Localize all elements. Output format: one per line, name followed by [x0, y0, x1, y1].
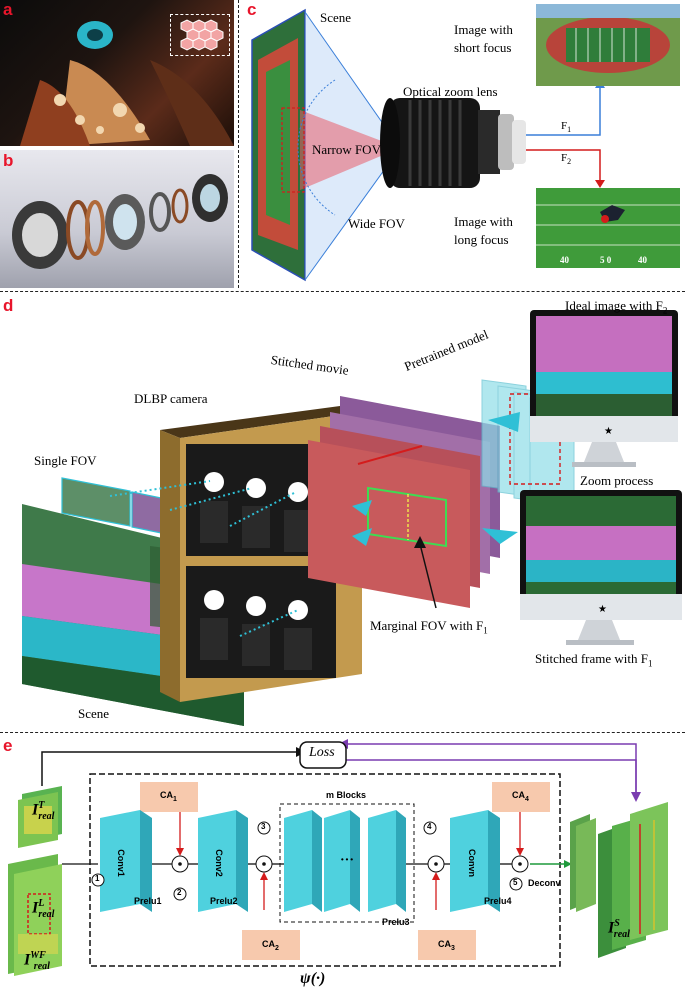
m-block-3 [368, 810, 406, 912]
i-real-l-label: ILreal [32, 898, 55, 920]
loss-box [299, 741, 347, 769]
divider-ab-c [238, 0, 239, 288]
ca3-label: CA3 [438, 939, 455, 952]
input-image-stack-top [18, 786, 62, 848]
step-2: 2 [177, 888, 182, 897]
output-large-stack [598, 802, 668, 958]
conv1-label: Conv1 [115, 849, 126, 877]
input-image-stack-bottom [8, 854, 62, 976]
optical-zoom-lens-label: Optical zoom lens [403, 84, 498, 99]
m-blocks-box [279, 803, 415, 923]
ca4-box [492, 782, 550, 812]
conv2-label: Conv2 [213, 849, 224, 877]
marginal-fov-label: Marginal FOV with F1 [370, 618, 488, 636]
mantis-shrimp-illustration [20, 21, 234, 146]
step-4: 4 [427, 822, 432, 831]
ellipsis: ··· [340, 853, 355, 868]
dlbp-camera-box-top [160, 406, 362, 438]
f1-label: F1 [561, 120, 572, 135]
scene-label-c: Scene [320, 10, 352, 25]
stitched-frame-label: Stitched frame with F1 [535, 651, 653, 669]
star-icon: ★ [604, 426, 613, 437]
short-focus-label-line1: Image with [454, 22, 513, 37]
narrow-fov-cone [300, 110, 400, 190]
panel-letter-c: c [247, 0, 257, 19]
panel-c-diagram: 40 5 0 40 [251, 4, 680, 282]
exploded-lens-illustration [12, 174, 228, 269]
stitched-frame-monitor: ★ [520, 490, 682, 645]
zoom-process-label: Zoom process [580, 473, 654, 488]
panel-letter-e: e [3, 736, 13, 755]
ca4-label: CA4 [512, 790, 529, 803]
f2-label: F2 [561, 152, 572, 167]
convn-label: Convn [467, 849, 477, 877]
convn-block [450, 810, 500, 912]
compound-eye-inset [170, 14, 230, 56]
long-focus-label-line1: Image with [454, 214, 513, 229]
ideal-image-label: Ideal image with F2 [565, 298, 668, 316]
prelu4-label: Prelu4 [484, 896, 512, 906]
yard-label-3: 40 [638, 255, 648, 265]
dlbp-camera-label: DLBP camera [134, 391, 208, 406]
hexagon-icon [180, 19, 224, 51]
deconv-label: Deconv [528, 878, 561, 888]
mantis-shrimp-photo [0, 0, 234, 146]
conv1-block [100, 810, 152, 912]
arrow-down-icon [595, 180, 605, 188]
panel-d-diagram: ★ ★ [22, 310, 682, 726]
ca2-box [242, 930, 300, 960]
star-icon: ★ [598, 604, 607, 615]
conv2-block [198, 810, 248, 912]
prelu1-label: Prelu1 [134, 896, 162, 906]
loss-label: Loss [309, 745, 335, 760]
divider-d-e [0, 732, 685, 733]
divider-c-d [0, 291, 685, 292]
arrow-right-icon [564, 860, 572, 868]
m-block-1 [284, 810, 322, 912]
panel-letter-a: a [3, 0, 13, 19]
panel-letter-d: d [3, 296, 14, 315]
i-real-s-label: ISreal [608, 918, 630, 940]
psi-label: ψ(·) [300, 970, 326, 987]
short-focus-label-line2: short focus [454, 40, 512, 55]
stitched-frame-front [308, 440, 470, 608]
long-focus-field-image [536, 188, 680, 268]
single-fov-label: Single FOV [34, 453, 97, 468]
panel-e-diagram [8, 739, 668, 976]
narrow-fov-label: Narrow FOV [312, 142, 381, 157]
ca1-label: CA1 [160, 790, 177, 803]
panel-letter-b: b [3, 151, 14, 170]
step-5: 5 [513, 878, 518, 887]
m-block-2 [324, 810, 360, 912]
arrow-down-icon [631, 792, 641, 802]
long-focus-label-line2: long focus [454, 232, 509, 247]
ca3-box [418, 930, 476, 960]
single-fov-tile-1 [61, 477, 131, 527]
ca1-box [140, 782, 198, 812]
prelu2-label: Prelu2 [210, 896, 238, 906]
psi-network-box [89, 773, 561, 967]
wide-fov-label: Wide FOV [348, 216, 405, 231]
output-small-stack [570, 814, 596, 912]
step-1: 1 [95, 874, 100, 883]
prelu3-label: Prelu3 [382, 917, 410, 927]
lens-assembly-photo [0, 150, 234, 288]
ideal-image-monitor: ★ [530, 310, 678, 467]
ca2-label: CA2 [262, 939, 279, 952]
arrow-up-icon [414, 536, 426, 548]
zoom-lens-icon [380, 98, 526, 188]
i-real-wf-label: IWFreal [24, 950, 50, 972]
step-3: 3 [261, 822, 266, 831]
m-blocks-label: m Blocks [326, 790, 367, 800]
scene-label-d: Scene [78, 706, 110, 721]
yard-label-2: 5 0 [600, 255, 612, 265]
i-real-t-label: ITreal [32, 800, 55, 822]
yard-label-1: 40 [560, 255, 570, 265]
